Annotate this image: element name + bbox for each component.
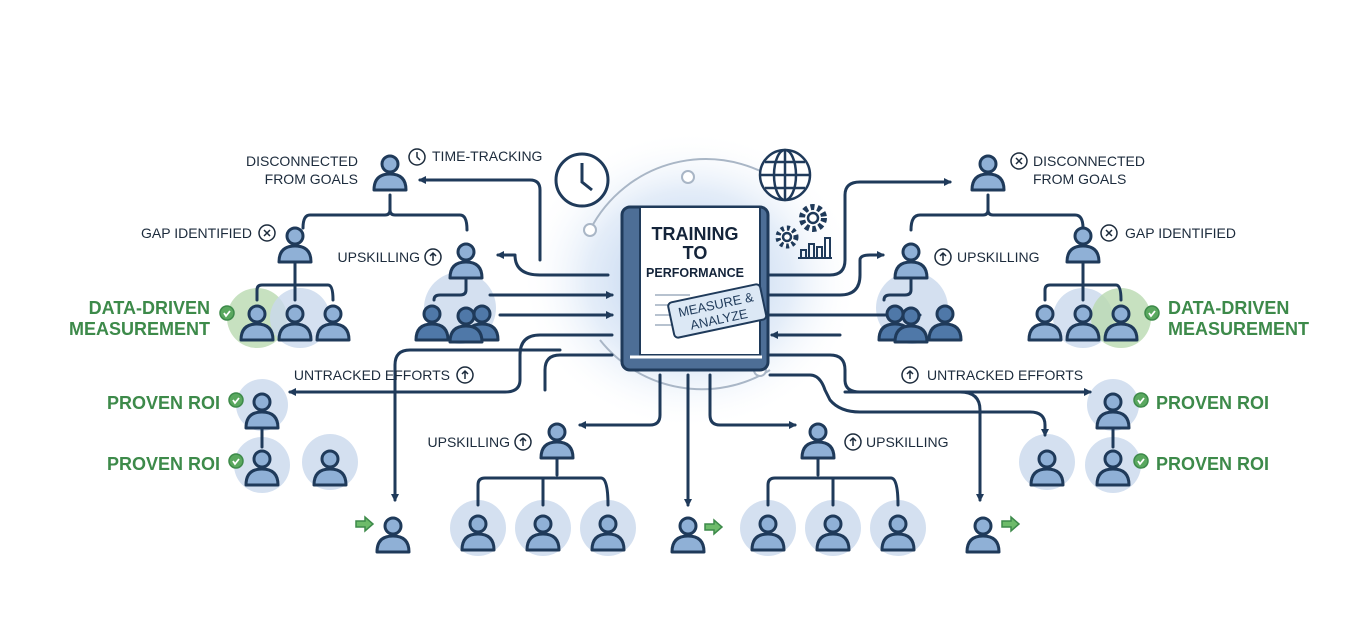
person-icon [525,514,561,552]
person-icon [448,242,484,280]
connector-lines [255,176,1123,507]
person-icon [815,514,851,552]
green-arrow-icon [704,518,724,536]
clock-icon [408,148,426,166]
green-arrow-icon [355,515,375,533]
x-icon [258,224,276,242]
globe-icon [758,148,812,202]
person-icon [539,422,575,460]
x-icon [1100,224,1118,242]
person-icon [244,392,280,430]
svg-text:GAP IDENTIFIED: GAP IDENTIFIED [141,225,252,241]
person-icon [375,516,411,554]
svg-text:PROVEN ROI: PROVEN ROI [1156,393,1269,413]
clock-icon [554,152,610,208]
person-icon [372,154,408,192]
person-icon [800,422,836,460]
svg-text:MEASUREMENT: MEASUREMENT [69,319,210,339]
person-icon [670,516,706,554]
person-icon [277,226,313,264]
title-line-1: TRAINING [652,224,739,244]
person-icon [893,306,929,344]
check-icon [1144,305,1160,321]
up-icon [901,366,919,384]
badges [219,148,1160,536]
person-icon [277,304,313,342]
people [239,154,1139,554]
up-icon [514,433,532,451]
person-icon [1065,226,1101,264]
svg-text:PROVEN ROI: PROVEN ROI [1156,454,1269,474]
check-icon [219,305,235,321]
green-arrow-icon [1001,515,1021,533]
person-icon [448,306,484,344]
label-time-tracking: TIME-TRACKING [432,148,542,164]
svg-text:UPSKILLING: UPSKILLING [866,434,948,450]
person-icon [965,516,1001,554]
svg-text:UPSKILLING: UPSKILLING [428,434,510,450]
person-icon [1065,304,1101,342]
svg-text:FROM GOALS: FROM GOALS [1033,171,1126,187]
up-icon [456,366,474,384]
svg-text:UNTRACKED EFFORTS: UNTRACKED EFFORTS [294,367,450,383]
person-icon [239,304,275,342]
up-icon [424,248,442,266]
person-icon [315,304,351,342]
person-icon [970,154,1006,192]
svg-text:UPSKILLING: UPSKILLING [957,249,1039,265]
person-icon [1095,449,1131,487]
svg-text:PROVEN ROI: PROVEN ROI [107,454,220,474]
person-icon [244,449,280,487]
svg-text:GAP IDENTIFIED: GAP IDENTIFIED [1125,225,1236,241]
svg-text:PROVEN ROI: PROVEN ROI [107,393,220,413]
svg-text:DISCONNECTED: DISCONNECTED [1033,153,1145,169]
person-icon [880,514,916,552]
training-book: TRAINING TO PERFORMANCE MEASURE & ANALYZ… [620,205,770,372]
up-icon [934,248,952,266]
gear-icon [775,204,827,249]
person-icon [312,449,348,487]
title-line-3: PERFORMANCE [646,266,744,280]
person-icon [1029,449,1065,487]
person-icon [927,304,963,342]
measure-analyze-stamp: MEASURE & ANALYZE [667,283,768,339]
x-icon [1010,152,1028,170]
svg-text:DATA-DRIVEN: DATA-DRIVEN [1168,298,1289,318]
check-icon [228,453,244,469]
person-icon [750,514,786,552]
svg-text:UPSKILLING: UPSKILLING [338,249,420,265]
title-line-2: TO [683,243,708,263]
person-icon [1095,392,1131,430]
person-icon [1027,304,1063,342]
labels: DISCONNECTED FROM GOALS TIME-TRACKING GA… [69,148,1309,474]
check-icon [1133,392,1149,408]
svg-text:UNTRACKED EFFORTS: UNTRACKED EFFORTS [927,367,1083,383]
person-icon [1103,304,1139,342]
person-icon [414,304,450,342]
check-icon [228,392,244,408]
person-icon [893,242,929,280]
person-icon [590,514,626,552]
bar-chart-icon [798,237,832,259]
label-disconnected-left: DISCONNECTED [246,153,358,169]
check-icon [1133,453,1149,469]
svg-text:DATA-DRIVEN: DATA-DRIVEN [89,298,210,318]
svg-text:FROM GOALS: FROM GOALS [265,171,358,187]
person-icon [460,514,496,552]
svg-text:MEASUREMENT: MEASUREMENT [1168,319,1309,339]
up-icon [844,433,862,451]
